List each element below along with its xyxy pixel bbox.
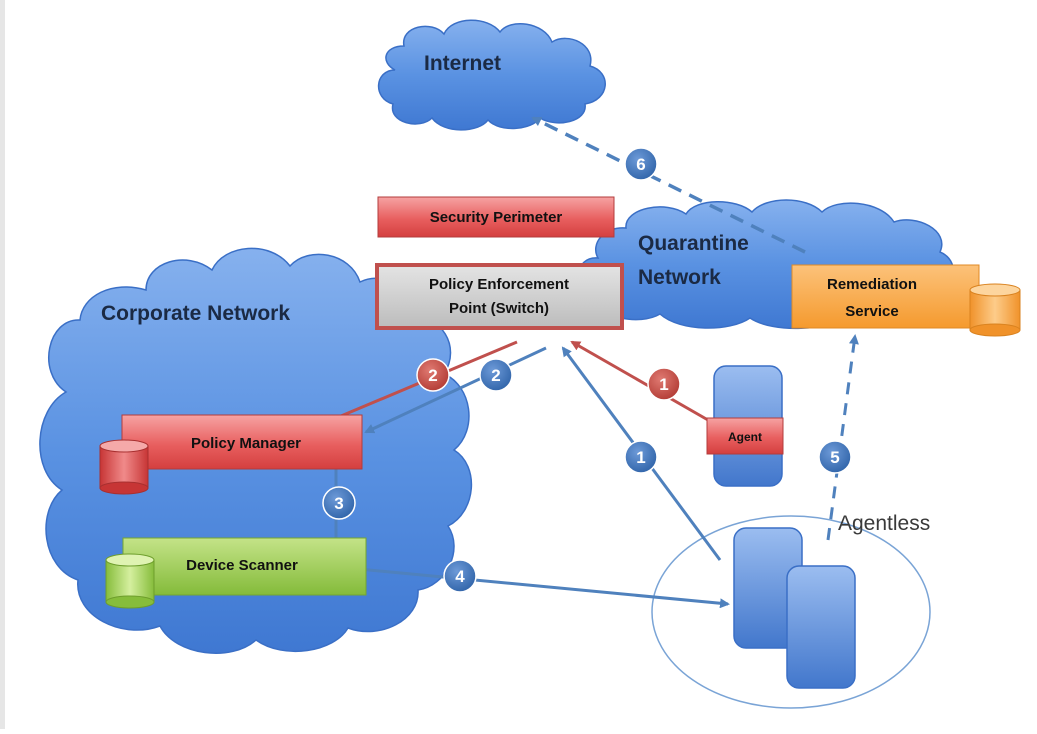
internet-label: Internet bbox=[424, 52, 501, 75]
agentless-devices bbox=[733, 527, 856, 689]
step-badge-3: 3 bbox=[322, 486, 356, 520]
pep-label-line1: Policy Enforcement bbox=[429, 276, 569, 293]
svg-text:4: 4 bbox=[455, 567, 465, 586]
step-badge-blue-1: 1 bbox=[624, 440, 658, 474]
frame-edge bbox=[0, 0, 5, 729]
svg-text:3: 3 bbox=[334, 494, 343, 513]
svg-text:1: 1 bbox=[636, 448, 645, 467]
svg-text:2: 2 bbox=[428, 366, 437, 385]
step-badge-blue-2: 2 bbox=[479, 358, 513, 392]
svg-text:5: 5 bbox=[830, 448, 839, 467]
remediation-database-icon bbox=[969, 283, 1021, 337]
agentless-device-front bbox=[786, 565, 856, 689]
svg-text:6: 6 bbox=[636, 155, 645, 174]
pep-label-line2: Point (Switch) bbox=[449, 300, 549, 317]
arrow-5 bbox=[826, 334, 859, 541]
device-scanner-box: Device Scanner bbox=[122, 537, 367, 596]
svg-text:2: 2 bbox=[491, 366, 500, 385]
agent-box: Agent bbox=[706, 417, 784, 455]
policy-manager-database-icon bbox=[99, 439, 149, 495]
step-badge-4: 4 bbox=[443, 559, 477, 593]
arrow-6 bbox=[531, 116, 806, 254]
svg-text:1: 1 bbox=[659, 375, 668, 394]
step-badge-6: 6 bbox=[624, 147, 658, 181]
internet-cloud bbox=[377, 19, 606, 131]
step-badge-5: 5 bbox=[818, 440, 852, 474]
quarantine-label-line1: Quarantine bbox=[638, 232, 749, 255]
device-scanner-database-icon bbox=[105, 553, 155, 609]
agent-label: Agent bbox=[728, 430, 762, 444]
agentless-label: Agentless bbox=[838, 512, 930, 535]
policy-enforcement-point-box: Policy Enforcement Point (Switch) bbox=[375, 263, 624, 330]
quarantine-label-line2: Network bbox=[638, 266, 721, 289]
device-scanner-label: Device Scanner bbox=[186, 557, 298, 574]
corporate-network-label: Corporate Network bbox=[101, 302, 290, 325]
arrow-blue-2 bbox=[364, 346, 547, 434]
remediation-label-line1: Remediation bbox=[827, 276, 917, 293]
step-badge-red-2: 2 bbox=[416, 358, 450, 392]
security-perimeter-label: Security Perimeter bbox=[430, 209, 563, 226]
arrow-red-1 bbox=[570, 340, 709, 422]
step-badge-red-1: 1 bbox=[647, 367, 681, 401]
remediation-label-line2: Service bbox=[845, 303, 898, 320]
arrow-4 bbox=[347, 566, 730, 609]
remediation-service-box: Remediation Service bbox=[791, 264, 980, 329]
policy-manager-box: Policy Manager bbox=[121, 414, 363, 470]
agentless-ellipse bbox=[651, 515, 931, 709]
security-perimeter-box: Security Perimeter bbox=[377, 196, 615, 238]
policy-manager-label: Policy Manager bbox=[191, 435, 301, 452]
